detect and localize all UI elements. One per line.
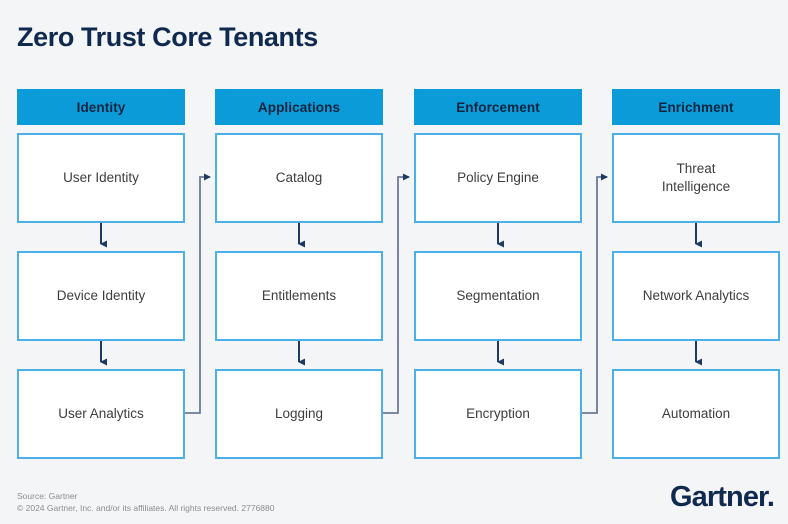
- connector-applications-to-enforcement: [383, 173, 410, 414]
- node-encryption[interactable]: Encryption: [414, 369, 582, 459]
- footer-copyright: © 2024 Gartner, Inc. and/or its affiliat…: [17, 503, 275, 514]
- column-header-enrichment: Enrichment: [612, 89, 780, 125]
- column-applications: Applications Catalog Entitlements Loggin…: [215, 89, 383, 459]
- node-logging[interactable]: Logging: [215, 369, 383, 459]
- footer: Source: Gartner © 2024 Gartner, Inc. and…: [17, 490, 274, 515]
- node-network-analytics[interactable]: Network Analytics: [612, 251, 780, 341]
- node-segmentation[interactable]: Segmentation: [414, 251, 582, 341]
- node-catalog[interactable]: Catalog: [215, 133, 383, 223]
- connector-enforcement-to-enrichment: [582, 173, 608, 414]
- node-automation[interactable]: Automation: [612, 369, 780, 459]
- column-header-identity: Identity: [17, 89, 185, 125]
- connector-identity-to-applications: [185, 173, 211, 414]
- column-header-applications: Applications: [215, 89, 383, 125]
- node-user-identity[interactable]: User Identity: [17, 133, 185, 223]
- column-identity: Identity User Identity Device Identity U…: [17, 89, 185, 459]
- node-policy-engine[interactable]: Policy Engine: [414, 133, 582, 223]
- footer-source: Source: Gartner: [17, 491, 78, 501]
- gartner-logo: Gartner.: [669, 481, 775, 513]
- column-header-enforcement: Enforcement: [414, 89, 582, 125]
- node-entitlements[interactable]: Entitlements: [215, 251, 383, 341]
- node-device-identity[interactable]: Device Identity: [17, 251, 185, 341]
- column-enforcement: Enforcement Policy Engine Segmentation E…: [414, 89, 582, 459]
- page-title: Zero Trust Core Tenants: [17, 22, 318, 52]
- node-user-analytics[interactable]: User Analytics: [17, 369, 185, 459]
